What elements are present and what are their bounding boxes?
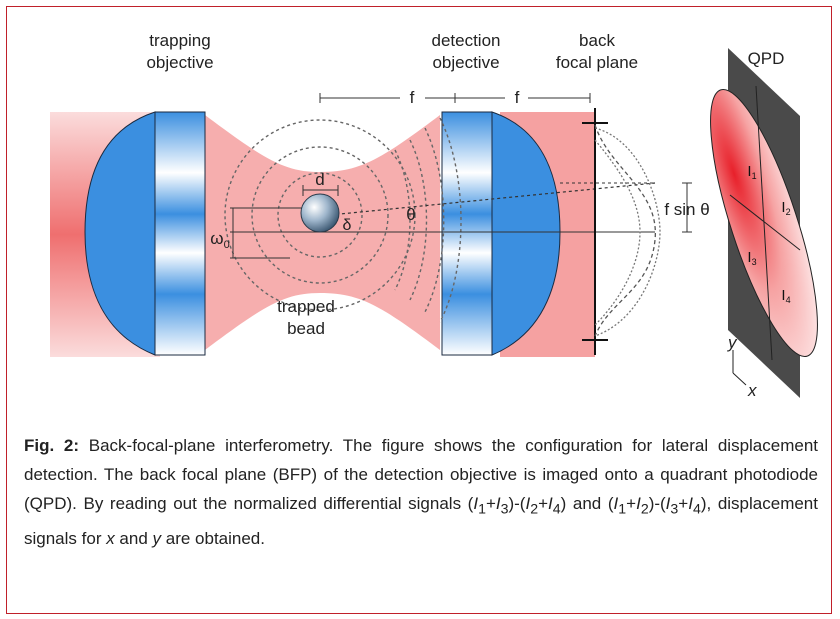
quadrant-I1-label: I1	[747, 163, 756, 181]
qpd-label: QPD	[748, 49, 785, 68]
caption-x: x	[106, 529, 115, 549]
quadrant-I4-label: I4	[781, 287, 790, 305]
trapping-objective-lens	[84, 111, 156, 356]
qpd-divider-vertical	[755, 85, 773, 361]
bfp-label-1: back	[579, 31, 615, 50]
detection-objective-body	[441, 111, 493, 356]
caption-text: Back-focal-plane interferometry. The fig…	[24, 436, 819, 513]
detection-label-2: objective	[432, 53, 499, 72]
quadrant-I3-label: I3	[747, 249, 756, 267]
caption-y: y	[152, 529, 162, 549]
theta-ray	[329, 182, 656, 216]
bfp-interferometry-diagram: trapping objective detection objective b…	[50, 31, 818, 400]
qpd-divider-diagonal	[729, 194, 801, 251]
fsin-theta-label: f sin θ	[664, 200, 709, 219]
quadrant-I2-label: I2	[781, 199, 790, 217]
focal-distance-markers	[319, 93, 591, 103]
delta-label: δ	[343, 217, 352, 234]
f-left-label: f	[410, 88, 415, 107]
omega-label: ω0	[210, 229, 229, 251]
trapping-objective-body	[154, 111, 206, 356]
detection-label-1: detection	[432, 31, 501, 50]
intensity-profiles	[594, 124, 661, 337]
trapping-label-2: objective	[146, 53, 213, 72]
caption-figure-label: Fig. 2:	[24, 436, 80, 455]
scattered-wavefronts	[224, 117, 462, 323]
bead-label-1: trapped	[277, 297, 335, 316]
axis-y-label: y	[727, 333, 738, 352]
bfp-label-2: focal plane	[556, 53, 638, 72]
axis-x-label: x	[747, 381, 757, 400]
f-right-label: f	[515, 88, 520, 107]
bead-label-2: bead	[287, 319, 325, 338]
back-focal-plane-marker	[582, 108, 608, 355]
figure-caption: Fig. 2: Back-focal-plane interferometry.…	[24, 436, 819, 549]
theta-label: θ	[406, 205, 415, 224]
d-label: d	[315, 170, 324, 189]
trapped-bead	[300, 193, 340, 233]
trapping-label-1: trapping	[149, 31, 210, 50]
